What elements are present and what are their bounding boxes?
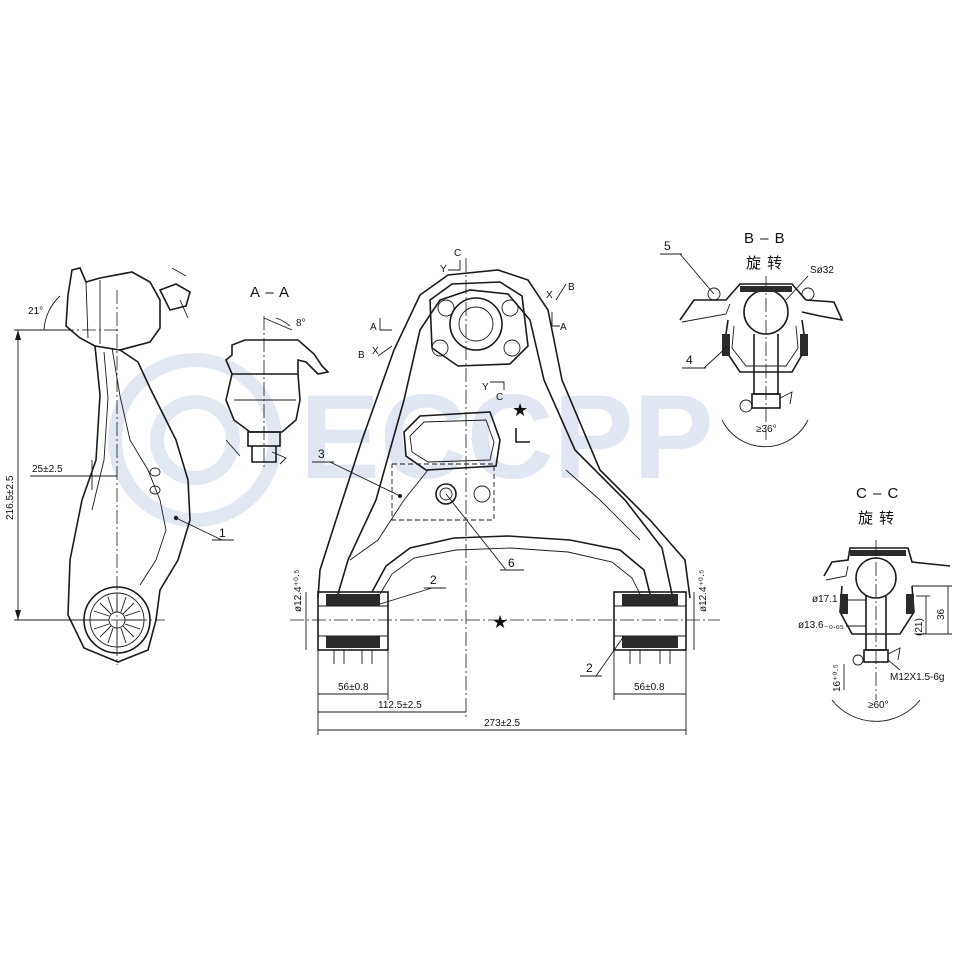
marker-a-left: A bbox=[370, 322, 377, 333]
star-mark-bottom: ★ bbox=[492, 612, 508, 632]
dim-angle-8: 8° bbox=[296, 318, 306, 329]
dim-16: 16⁺⁰·⁵ bbox=[832, 664, 843, 692]
dim-bush-left-dia: ø12.4⁺⁰·⁵ bbox=[293, 570, 304, 612]
dim-bush-left-len: 56±0.8 bbox=[338, 682, 369, 693]
dim-angle-60: ≥60° bbox=[868, 700, 889, 711]
dim-36: 36 bbox=[936, 608, 947, 620]
star-mark-top: ★ bbox=[512, 400, 528, 420]
marker-x-left: X bbox=[372, 346, 379, 357]
dim-offset: 25±2.5 bbox=[32, 464, 63, 475]
section-bb: B – B 旋 转 ≥36° Sø32 5 4 bbox=[660, 230, 844, 448]
callout-4: 4 bbox=[686, 353, 693, 367]
callout-1: 1 bbox=[219, 526, 226, 540]
dim-bush-right-dia: ø12.4⁺⁰·⁵ bbox=[698, 570, 709, 612]
marker-y-top: Y bbox=[440, 264, 447, 275]
marker-y-mid: Y bbox=[482, 382, 489, 393]
section-cc: C – C 旋 转 (21) 36 ø17.1 ø13.6₋₀.₀₅ M12X1… bbox=[798, 485, 952, 722]
dim-half-span: 112.5±2.5 bbox=[378, 700, 422, 711]
callout-2-left: 2 bbox=[430, 573, 437, 587]
callout-3: 3 bbox=[318, 447, 325, 461]
watermark-text: ECCPP bbox=[300, 370, 713, 504]
callout-5: 5 bbox=[664, 239, 671, 253]
dim-21: (21) bbox=[914, 618, 925, 636]
marker-c-top: C bbox=[454, 248, 461, 259]
dim-sphere: Sø32 bbox=[810, 265, 834, 276]
marker-a-right: A bbox=[560, 322, 567, 333]
dim-full-span: 273±2.5 bbox=[484, 718, 521, 729]
marker-c-mid: C bbox=[496, 392, 503, 403]
callout-2-right: 2 bbox=[586, 661, 593, 675]
top-view: ★ ★ ø12.4⁺⁰·⁵ ø12.4⁺⁰·⁵ 56±0.8 56±0.8 11… bbox=[290, 248, 720, 735]
section-aa: A – A 8° bbox=[225, 284, 330, 470]
callout-6: 6 bbox=[508, 556, 515, 570]
watermark: ECCPP bbox=[108, 353, 713, 527]
section-aa-title: A – A bbox=[250, 284, 290, 301]
section-cc-note: 旋 转 bbox=[858, 510, 895, 527]
section-cc-title: C – C bbox=[856, 485, 899, 502]
marker-b-right: B bbox=[568, 282, 575, 293]
dim-bush-right-len: 56±0.8 bbox=[634, 682, 665, 693]
dim-dia-13: ø13.6₋₀.₀₅ bbox=[798, 620, 844, 631]
side-view: 216.5±2.5 25±2.5 21° 1 bbox=[5, 267, 234, 665]
dim-height: 216.5±2.5 bbox=[5, 475, 16, 520]
section-bb-note: 旋 转 bbox=[746, 255, 783, 272]
dim-angle-36: ≥36° bbox=[756, 424, 777, 435]
dim-dia-17: ø17.1 bbox=[812, 594, 838, 605]
dim-thread: M12X1.5-6g bbox=[890, 672, 944, 683]
section-bb-title: B – B bbox=[744, 230, 786, 247]
dim-angle-21: 21° bbox=[28, 306, 43, 317]
marker-b-left: B bbox=[358, 350, 365, 361]
marker-x-right: X bbox=[546, 290, 553, 301]
